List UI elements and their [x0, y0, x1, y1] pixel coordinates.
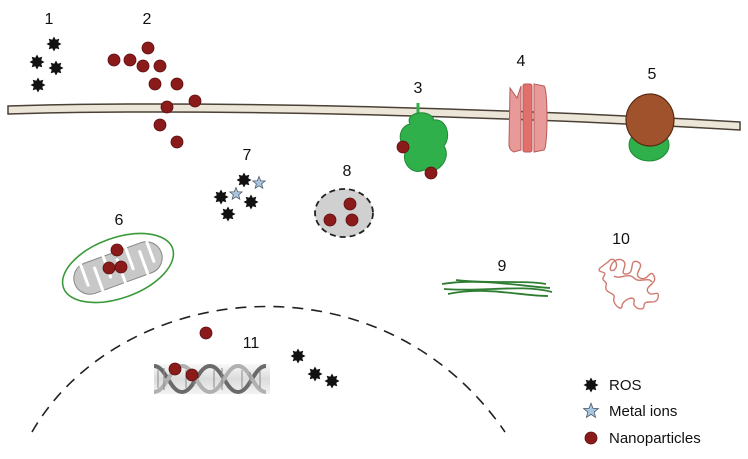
nanoparticle-icon	[110, 243, 124, 257]
ros-icon	[243, 194, 259, 210]
vesicle-8	[314, 188, 374, 238]
nanoparticle-icon	[141, 41, 155, 55]
ros-icon	[213, 189, 229, 205]
legend-metal-ion-icon	[582, 402, 600, 419]
label-3: 3	[414, 80, 423, 97]
ros-icon	[29, 54, 45, 70]
nanoparticle-icon	[123, 53, 137, 67]
nanoparticle-icon	[185, 368, 199, 382]
nanoparticle-icon	[323, 213, 337, 227]
nanoparticle-icon	[168, 362, 182, 376]
legend-nanoparticles-label: Nanoparticles	[609, 430, 701, 447]
nanoparticle-icon	[160, 100, 174, 114]
dna-helix-11	[153, 326, 270, 395]
fibres-9	[441, 279, 553, 297]
ros-metal-cluster-7	[213, 172, 267, 222]
label-6: 6	[115, 212, 124, 229]
nanoparticle-icon	[170, 135, 184, 149]
label-7: 7	[243, 147, 252, 164]
nanoparticle-icon	[102, 261, 116, 275]
nanoparticle-icon	[424, 166, 438, 180]
ros-icon	[48, 60, 64, 76]
label-2: 2	[143, 11, 152, 28]
mitochondrion-6	[61, 232, 175, 304]
nanoparticle-icon	[396, 140, 410, 154]
ros-icon	[290, 348, 306, 364]
nanoparticle-icon	[199, 326, 213, 340]
protein-coil-10	[598, 258, 660, 310]
nanoparticle-icon	[188, 94, 202, 108]
nanoparticle-icon	[343, 197, 357, 211]
label-1: 1	[45, 11, 54, 28]
ros-icon	[46, 36, 62, 52]
label-10: 10	[612, 231, 630, 248]
legend-ros-icon	[583, 377, 599, 393]
nanoparticle-icon	[584, 431, 598, 445]
label-8: 8	[343, 163, 352, 180]
ros-icon	[324, 373, 340, 389]
label-11: 11	[243, 335, 260, 352]
nanoparticle-icon	[153, 118, 167, 132]
legend-nanoparticle-icon	[584, 431, 598, 445]
ros-icon	[30, 77, 46, 93]
membrane-receptor-3	[396, 103, 449, 180]
ros-icon	[307, 366, 323, 382]
metal-ion-icon	[251, 175, 267, 190]
metal-ion-icon	[228, 186, 244, 201]
label-5: 5	[648, 66, 657, 83]
nanoparticle-icon	[345, 213, 359, 227]
legend-ros-label: ROS	[609, 377, 642, 394]
nanoparticle-icon	[148, 77, 162, 91]
legend: ROS Metal ions Nanoparticles	[582, 377, 701, 447]
nanoparticle-icon	[170, 77, 184, 91]
nanoparticle-cluster-2	[107, 41, 202, 149]
ion-channel-4	[508, 83, 548, 153]
ros-cluster-nucleus	[290, 348, 340, 389]
cell-membrane	[7, 103, 741, 131]
ros-cluster-1	[29, 36, 64, 93]
ros-icon	[583, 377, 599, 393]
metal-ion-icon	[582, 402, 600, 419]
ros-icon	[236, 172, 252, 188]
nanoparticle-icon	[136, 59, 150, 73]
transporter-5	[625, 93, 675, 162]
nanoparticle-icon	[107, 53, 121, 67]
nucleus-envelope	[31, 305, 506, 433]
nanoparticle-icon	[153, 59, 167, 73]
label-9: 9	[498, 258, 507, 275]
nanoparticle-icon	[114, 260, 128, 274]
label-4: 4	[517, 53, 526, 70]
legend-metal-ions-label: Metal ions	[609, 403, 677, 420]
ros-icon	[220, 206, 236, 222]
